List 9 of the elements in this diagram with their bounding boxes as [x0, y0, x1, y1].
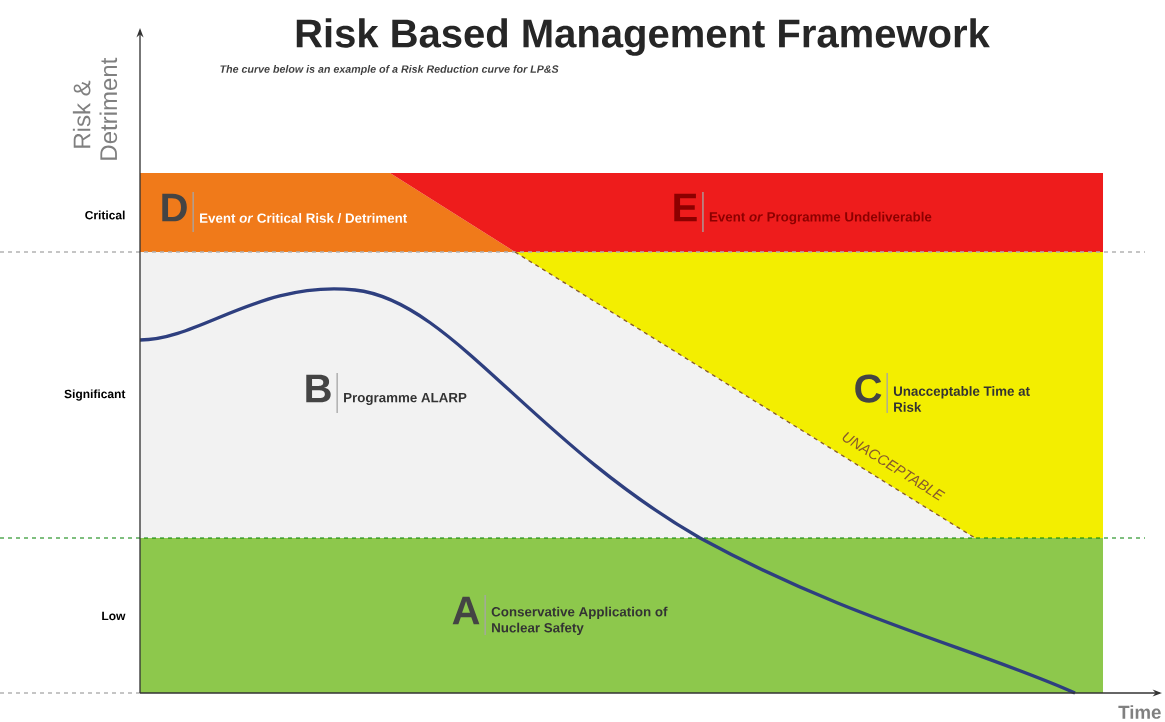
level-label: Significant — [64, 389, 126, 401]
level-label: Critical — [85, 210, 125, 220]
axis-label: Time — [1118, 705, 1161, 719]
title: Risk Based Management Framework — [296, 18, 990, 56]
subtitle: The curve below is an example of a Risk Reduction curve for LP&S — [220, 65, 559, 75]
region-band: D Event or Critical Risk / Detriment — [140, 173, 515, 252]
level-label: Low — [102, 611, 126, 621]
region-band: A Conservative Application of Nuclear Safety — [140, 538, 1103, 693]
axis-label: Risk & Detriment — [72, 57, 118, 160]
